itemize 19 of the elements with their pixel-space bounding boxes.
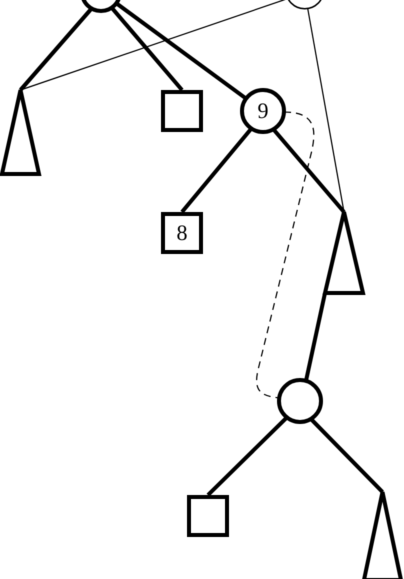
tree-edge <box>180 127 253 214</box>
subtree-triangle <box>0 90 41 176</box>
tree-edge <box>272 128 346 214</box>
tree-node-circle <box>277 378 323 424</box>
leaf-square <box>161 212 203 254</box>
tree-edge <box>206 416 288 496</box>
subtree-triangle <box>323 212 365 295</box>
tree-edge <box>309 418 384 494</box>
subtree-triangle <box>362 492 403 579</box>
dashed-link <box>256 111 314 398</box>
tree-edge <box>19 7 94 92</box>
node-number: 9 <box>258 98 268 124</box>
leaf-square <box>161 90 203 132</box>
tree-edge <box>115 2 248 100</box>
tree-edge <box>110 6 184 92</box>
node-number: 8 <box>176 220 188 246</box>
tree-edge <box>304 292 327 382</box>
tree-node-circle <box>240 88 286 134</box>
leaf-square <box>187 495 229 537</box>
